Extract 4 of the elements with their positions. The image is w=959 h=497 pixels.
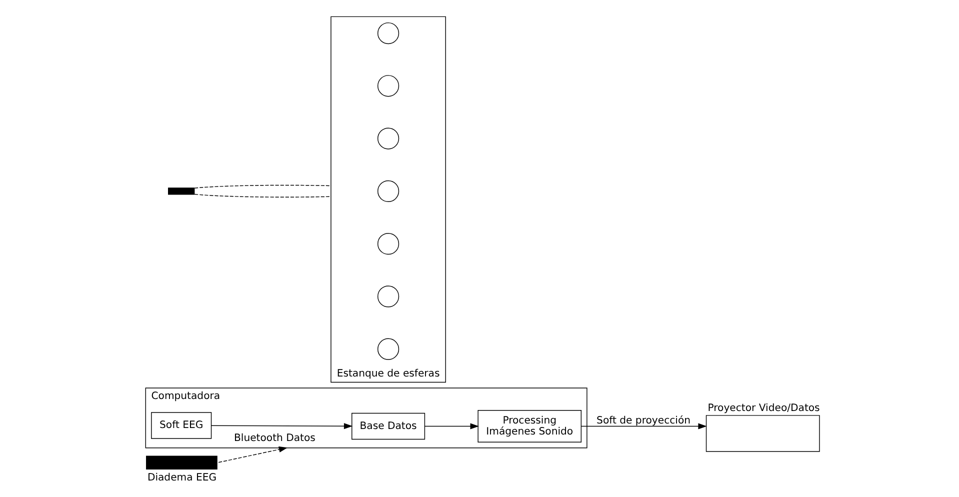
edge-label: Soft de proyección: [596, 416, 691, 426]
node-label: Proyector Video/Datos: [708, 403, 820, 414]
edge-label: Bluetooth Datos: [234, 432, 316, 444]
node-label: Diadema EEG: [147, 472, 217, 484]
